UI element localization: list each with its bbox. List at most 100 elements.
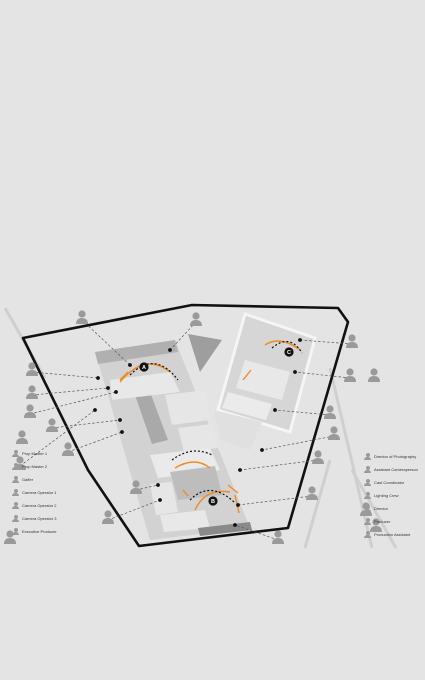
crew-position-dot [93,408,97,412]
sightline [294,371,351,379]
crew-position-dot [293,370,297,374]
room [165,390,210,425]
room [150,482,178,515]
person-icon [24,404,36,418]
crew-position-dot [298,338,302,342]
crew-position-dot [236,503,240,507]
person-icon [12,476,19,483]
room [170,466,222,500]
legend-label: Cast Coordinator [374,480,405,485]
road-segment [328,367,374,549]
legend-label: Executive Producer [22,529,57,534]
person-icon [312,450,324,464]
crew-position-dot [156,483,160,487]
person-icon [12,502,19,509]
movement-path [271,341,303,354]
legend-item: Director of Photography [364,453,416,460]
sightlines [19,319,353,541]
person-icon [12,463,19,470]
legend-label: Prop Master 1 [22,451,48,456]
legend-label: Prop Master 2 [22,464,48,469]
building-a-group [95,340,252,540]
crew-position-dot [233,523,237,527]
site-boundary [21,303,350,548]
person-icon [364,518,371,525]
camera-path [264,340,301,351]
person-icon [102,510,114,524]
room [160,510,210,532]
triangle-structure [188,334,222,372]
legend-item: Prop Master 2 [12,463,47,470]
legend-label: Gaffer [22,477,34,482]
marker-b: B [208,496,218,506]
person-icon [16,430,28,444]
person-icon [26,385,38,399]
camera-path [227,484,239,494]
person-icon [26,362,38,376]
legend-item: Executive Producer [12,528,57,535]
legend-label: Lighting Crew [374,493,399,498]
crew-position-dot [273,408,277,412]
legend-item: Production Assistant [364,531,410,538]
marker-b-label: B [211,499,215,505]
crew-position-dot [168,348,172,352]
camera-path [242,369,252,381]
sightline [237,495,313,506]
legend-label: Camera Operator 2 [22,503,57,508]
person-icon [12,489,19,496]
camera-path [194,490,231,511]
sightline [81,319,131,366]
sightline [51,419,121,429]
person-icon [364,453,371,460]
legend-item: Lighting Crew [364,492,398,499]
legend-item: Assistant Cameraperson [364,466,418,473]
sightline [29,391,117,415]
legend-item: Camera Operator 3 [12,515,56,522]
crew-position-dot [114,390,118,394]
crew-position-dot [96,376,100,380]
crew-position-dot [238,468,242,472]
person-icon [368,368,380,382]
sightline [135,484,159,491]
crew-position-dot [106,386,110,390]
person-icon [62,442,74,456]
person-icon [364,492,371,499]
room [222,392,272,420]
person-icon [12,450,19,457]
sightline [261,435,335,451]
movement-path [189,489,235,503]
legend-label: Camera Operator 3 [22,516,57,521]
crew-position-dot [260,448,264,452]
crew-position-dot [118,418,122,422]
crew-position-dot [158,498,162,502]
person-icon [364,531,371,538]
person-icon [364,505,371,512]
legend-label: Production Assistant [374,532,411,537]
sightline [169,321,197,351]
person-icon [344,368,356,382]
room [178,424,218,452]
person-icon [324,405,336,419]
sightline [19,409,96,467]
road-segment [303,459,332,549]
building-a-corridor [135,392,168,444]
person-icon [272,530,284,544]
sightline [31,371,99,379]
legend-item: Director [364,505,388,512]
person-icon [306,486,318,500]
legend-item: Cast Coordinator [364,479,404,486]
marker-c-label: C [287,350,291,356]
sightline [67,431,123,453]
legend-item: Prop Master 1 [12,450,47,457]
person-icon [328,426,340,440]
legend-label: Assistant Cameraperson [374,467,418,472]
crew-position-dot [128,363,132,367]
person-icon [12,515,19,522]
legend-label: Camera Operator 1 [22,490,57,495]
sightline [107,499,161,521]
legend-item: Producer [364,518,390,525]
room [236,360,290,400]
road-segment [350,469,398,549]
movement-paths [129,341,303,503]
